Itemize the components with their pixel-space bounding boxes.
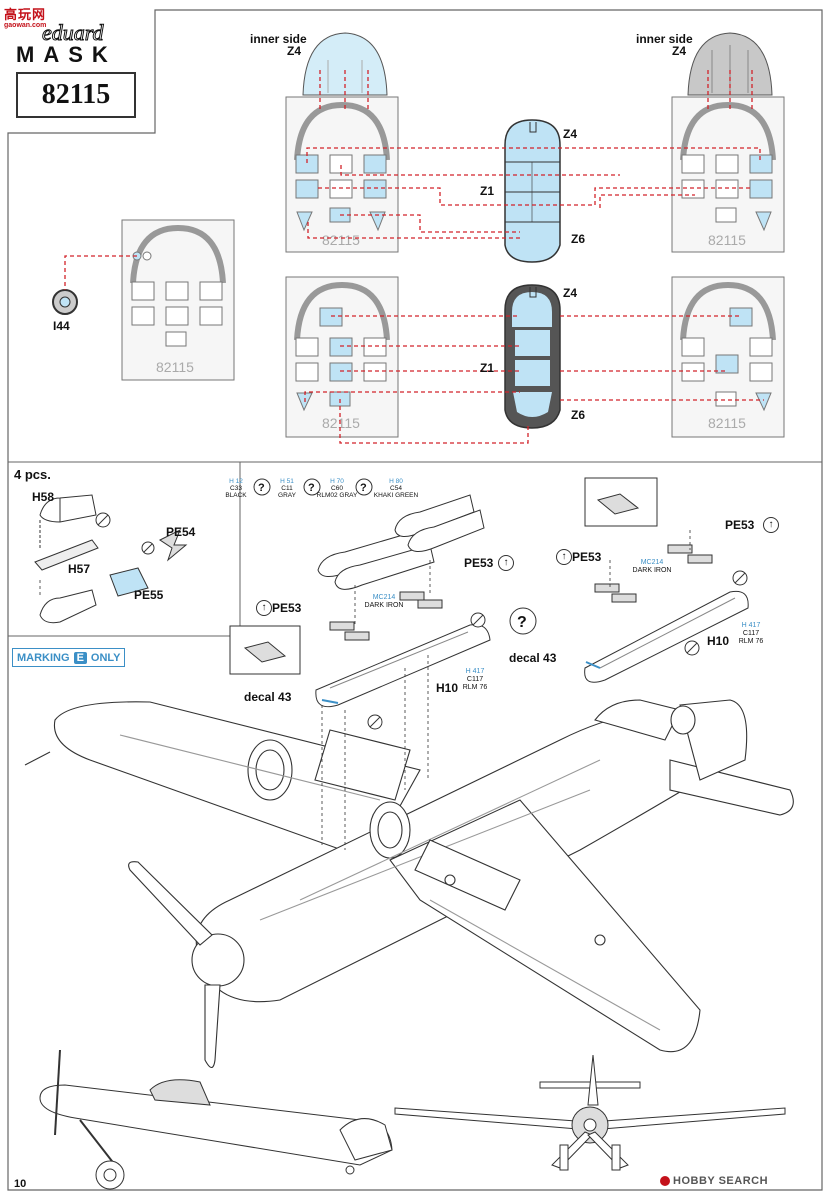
label-z4-top-right: Z4 — [672, 44, 687, 58]
rack-left-mc-name: DARK IRON — [364, 602, 404, 609]
paint-code-1-c: C33 — [230, 485, 242, 492]
label-inner-side-left: inner side — [250, 32, 307, 46]
marking-badge: MARKING E ONLY — [12, 648, 126, 667]
label-z4-canopy-1: Z4 — [563, 127, 578, 141]
assembly-leader-lines — [39, 530, 691, 850]
label-z1-canopy-1: Z1 — [480, 184, 495, 198]
eduard-mask-logo: eduard MASK — [16, 21, 146, 68]
aircraft-main-view — [24, 699, 794, 1069]
rack-left-c-code: C117 — [466, 676, 484, 683]
mask-leader-lines — [64, 70, 764, 444]
paint-code-2-h: H 51 — [280, 478, 294, 485]
rack-left-h-code: H 417 — [465, 668, 485, 675]
label-z1-canopy-2: Z1 — [480, 361, 495, 375]
hobby-search-watermark: HOBBY SEARCH — [660, 1175, 768, 1187]
arrow-circle-icon: ↑ — [498, 555, 514, 571]
mask-logo-text: MASK — [16, 42, 117, 67]
label-pe54: PE54 — [166, 525, 196, 539]
paint-code-1: H 12 C33 BLACK — [221, 478, 251, 499]
marking-letter: E — [73, 651, 87, 664]
rack-left-h10: H10 — [436, 681, 459, 695]
rack-right-paint: H 417 C117 RLM 76 — [736, 622, 766, 646]
label-inner-side-right: inner side — [636, 32, 693, 46]
hobby-search-logo-icon — [660, 1176, 670, 1186]
aircraft-front-view — [394, 1054, 786, 1171]
product-code-box: 82115 — [16, 72, 136, 118]
svg-text:?: ? — [517, 614, 527, 631]
mask-sheet-small: 82115 — [121, 219, 235, 381]
bomb-group — [317, 494, 485, 590]
mask-sheet-lower-left: 82115 — [285, 276, 399, 438]
rack-right — [509, 477, 749, 683]
stores-quantity: 4 pcs. — [14, 467, 51, 482]
paint-code-4-h: H 80 — [389, 478, 403, 485]
mask-sheet-lower-right: 82115 — [671, 276, 785, 438]
watermark-site-url: gaowan.com — [4, 22, 47, 29]
paint-code-4: H 80 C54 KHAKI GREEN — [370, 478, 422, 499]
rack-right-pe53-a: PE53 — [725, 518, 755, 532]
paint-code-1-name: BLACK — [225, 492, 247, 499]
paint-question-marks — [253, 478, 373, 496]
rack-left — [229, 591, 491, 730]
label-z4-canopy-2: Z4 — [563, 286, 578, 300]
arrow-circle-icon: ↑ — [256, 600, 272, 616]
svg-text:?: ? — [258, 482, 265, 494]
label-h58: H58 — [32, 490, 55, 504]
stores-assembly — [34, 494, 188, 624]
canopy-top-center — [504, 119, 561, 263]
label-pe55: PE55 — [134, 588, 164, 602]
paint-code-3-name: RLM02 GRAY — [316, 492, 358, 499]
paint-code-1-h: H 12 — [229, 478, 243, 485]
hobby-search-text: HOBBY SEARCH — [673, 1175, 769, 1187]
svg-text:?: ? — [360, 482, 367, 494]
svg-text:82115: 82115 — [322, 415, 360, 431]
label-h57: H57 — [68, 562, 91, 576]
arrow-circle-icon: ↑ — [556, 549, 572, 565]
rack-right-mc: MC214 DARK IRON — [632, 559, 672, 575]
aircraft-side-view — [39, 1049, 393, 1190]
canopy-lower-center — [504, 284, 561, 429]
rack-left-mc-code: MC214 — [372, 594, 396, 601]
rack-right-mc-code: MC214 — [640, 559, 664, 566]
marking-suffix: ONLY — [90, 651, 121, 664]
rack-right-mc-name: DARK IRON — [632, 567, 672, 574]
page-number: 10 — [14, 1178, 27, 1190]
watermark-site-title: 高玩网 — [4, 7, 47, 22]
label-i44: I44 — [53, 319, 70, 333]
paint-code-3-h: H 70 — [330, 478, 344, 485]
rack-right-rlm: RLM 76 — [738, 638, 764, 645]
rack-left-rlm: RLM 76 — [462, 684, 488, 691]
rack-left-paint: H 417 C117 RLM 76 — [460, 668, 490, 692]
rack-right-h10: H10 — [707, 634, 730, 648]
rack-left-pe53-a: PE53 — [464, 556, 494, 570]
rack-left-decal: decal 43 — [244, 690, 292, 704]
svg-text:82115: 82115 — [708, 415, 746, 431]
svg-text:?: ? — [308, 482, 315, 494]
rack-left-pe53-b: PE53 — [272, 601, 302, 615]
eduard-logo-text: eduard — [42, 20, 105, 45]
rack-right-c-code: C117 — [742, 630, 760, 637]
paint-code-3: H 70 C60 RLM02 GRAY — [315, 478, 359, 499]
rack-right-decal: decal 43 — [509, 651, 557, 665]
paint-code-2-name: GRAY — [278, 492, 296, 499]
svg-text:82115: 82115 — [708, 232, 746, 248]
label-z6-canopy-2: Z6 — [571, 408, 586, 422]
svg-text:82115: 82115 — [322, 232, 360, 248]
arrow-circle-icon: ↑ — [763, 517, 779, 533]
marking-prefix: MARKING — [17, 651, 70, 664]
paint-code-3-c: C60 — [331, 485, 343, 492]
paint-code-4-name: KHAKI GREEN — [373, 492, 419, 499]
paint-code-2: H 51 C11 GRAY — [272, 478, 302, 499]
rack-right-pe53-b: PE53 — [572, 550, 602, 564]
mask-sheet-top-right: 82115 — [671, 96, 785, 253]
label-z4-top-left: Z4 — [287, 44, 302, 58]
paint-code-4-c: C54 — [390, 485, 402, 492]
svg-text:82115: 82115 — [156, 359, 194, 375]
rack-right-h-code: H 417 — [741, 622, 761, 629]
label-z6-canopy-1: Z6 — [571, 232, 586, 246]
rack-left-mc: MC214 DARK IRON — [364, 594, 404, 610]
paint-code-2-c: C11 — [281, 485, 293, 492]
